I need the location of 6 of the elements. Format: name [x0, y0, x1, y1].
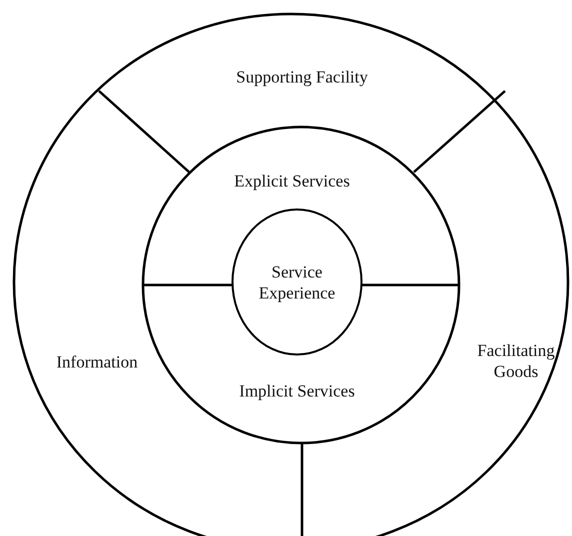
node-label: Service Experience — [258, 261, 336, 303]
segment-label: Information — [56, 352, 138, 372]
segment-label: Facilitating Goods — [466, 340, 566, 382]
segment-label: Explicit Services — [234, 170, 350, 192]
segment-label: Supporting Facility — [236, 66, 368, 88]
segment-label: Implicit Services — [239, 380, 355, 402]
